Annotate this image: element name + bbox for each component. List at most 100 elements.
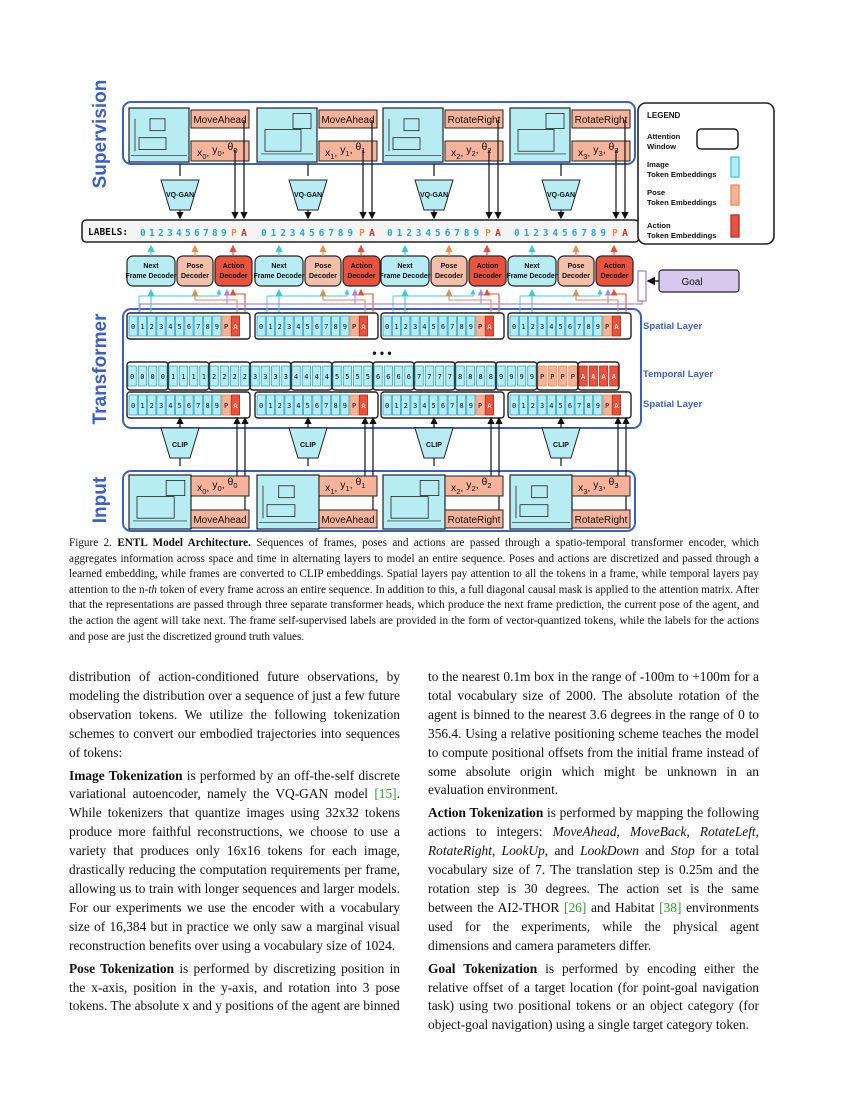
- temporal-token-label-11-1: A: [591, 373, 596, 381]
- temporal-token-3-0: [250, 365, 260, 387]
- vqgan-box-1: [288, 179, 328, 211]
- temporal-token-label-1-3: 1: [202, 373, 206, 381]
- spatial-top-pose-token-3: [602, 315, 612, 337]
- label-digit-2-4: 4: [425, 228, 431, 239]
- clip-label-2: CLIP: [426, 442, 442, 449]
- vqgan-label-0: VQ-GAN: [166, 192, 194, 199]
- citation-26[interactable]: [26]: [564, 899, 587, 915]
- temporal-token-label-2-1: 2: [222, 373, 226, 381]
- right-p2-text-d: environments used for the experiments, w…: [428, 899, 760, 953]
- temporal-token-label-0-3: 0: [161, 373, 165, 381]
- spatial-bottom-pose-token-0: [221, 394, 231, 416]
- spatial-top-action-token-label-1: A: [361, 323, 366, 331]
- spatial-bottom-token-1-1: [265, 394, 275, 416]
- left-p3-text: is performed by discretizing position in…: [69, 960, 400, 1014]
- spatial-bottom-token-label-0-0: 0: [131, 402, 135, 410]
- label-action-3: A: [622, 228, 628, 239]
- citation-15[interactable]: [15]: [374, 786, 397, 802]
- spatial-top-token-label-0-1: 1: [140, 323, 144, 331]
- input-pose-box-2: [444, 475, 504, 497]
- temporal-token-11-3: [609, 365, 619, 387]
- temporal-token-label-7-2: 7: [438, 373, 442, 381]
- spatial-top-token-label-1-2: 2: [278, 323, 282, 331]
- spatial-bottom-token-label-3-5: 5: [559, 402, 563, 410]
- spatial-top-token-2-8: [456, 315, 467, 337]
- temporal-token-9-1: [506, 365, 516, 387]
- spatial-bottom-action-token-label-2: A: [487, 402, 492, 410]
- temporal-token-label-7-0: 7: [417, 373, 421, 381]
- label-digit-2-1: 1: [397, 228, 403, 239]
- clip-box-3: [541, 427, 581, 459]
- temporal-token-label-5-1: 5: [345, 373, 349, 381]
- spatial-top-token-label-0-3: 3: [159, 323, 163, 331]
- label-digit-0-5: 5: [185, 228, 191, 239]
- spatial-top-token-2-3: [410, 315, 420, 337]
- spatial-top-token-2-0: [382, 315, 392, 337]
- action-moveback: MoveBack: [629, 824, 687, 840]
- supervision-3-scene-sketch: [514, 113, 566, 155]
- left-p3: Pose Tokenization is performed by discre…: [69, 960, 400, 1017]
- spatial-top-token-label-3-8: 8: [586, 323, 590, 331]
- temporal-token-label-6-0: 6: [376, 373, 380, 381]
- temporal-token-label-0-2: 0: [151, 373, 155, 381]
- temporal-token-label-0-1: 0: [140, 373, 144, 381]
- spatial-bottom-token-1-6: [312, 394, 322, 416]
- spatial-top-token-label-0-7: 7: [196, 323, 200, 331]
- label-digit-3-7: 7: [581, 228, 587, 239]
- spatial-top-token-label-0-0: 0: [131, 323, 135, 331]
- spatial-bottom-token-label-0-6: 6: [187, 402, 191, 410]
- spatial-bottom-token-label-0-9: 9: [215, 402, 219, 410]
- spatial-bottom-token-1-8: [330, 394, 341, 416]
- input-1-pose-text: x1, y1, θ1: [325, 476, 366, 496]
- temporal-token-label-9-1: 9: [509, 373, 513, 381]
- label-digit-1-4: 4: [299, 228, 305, 239]
- temporal-token-2-2: [230, 365, 240, 387]
- temporal-token-label-1-2: 1: [192, 373, 196, 381]
- spatial-bottom-token-label-0-7: 7: [196, 402, 200, 410]
- input-action-box-2: [444, 509, 504, 529]
- spatial-bottom-action-token-label-0: A: [233, 402, 238, 410]
- spatial-top-token-label-1-4: 4: [296, 323, 300, 331]
- spatial-bottom-token-label-1-1: 1: [268, 402, 272, 410]
- label-action-1: A: [369, 228, 375, 239]
- spatial-top-window-0: [126, 312, 251, 340]
- temporal-token-10-0: [537, 365, 547, 387]
- spatial-bottom-token-label-1-9: 9: [343, 402, 347, 410]
- spatial-bottom-token-label-2-8: 8: [459, 402, 463, 410]
- transformer-section-label: Transformer: [90, 313, 111, 424]
- action-rotateright: RotateRight: [428, 843, 492, 859]
- input-0-scene-sketch: [133, 479, 187, 522]
- spatial-bottom-token-1-5: [303, 394, 313, 416]
- spatial-top-token-0-9: [212, 315, 222, 337]
- spatial-bottom-token-label-2-6: 6: [441, 402, 445, 410]
- clip-box-0: [160, 427, 200, 459]
- temporal-token-label-11-0: A: [581, 373, 586, 381]
- spatial-top-token-0-1: [137, 315, 148, 337]
- input-2-scene-sketch: [387, 479, 441, 522]
- spatial-top-token-label-1-1: 1: [268, 323, 272, 331]
- action-rotateleft: RotateLeft: [699, 824, 756, 840]
- input-3-pose-text: x3, y3, θ3: [578, 476, 619, 496]
- spatial-top-token-label-0-5: 5: [178, 323, 182, 331]
- temporal-token-label-2-3: 2: [243, 373, 247, 381]
- action-moveahead: MoveAhead: [552, 824, 617, 840]
- spatial-bottom-token-label-3-3: 3: [540, 402, 544, 410]
- label-digit-0-8: 8: [212, 228, 218, 239]
- input-pose-box-1: [318, 475, 378, 497]
- spatial-top-token-1-7: [321, 315, 331, 337]
- citation-38[interactable]: [38]: [659, 899, 682, 915]
- spatial-top-token-3-6: [565, 315, 575, 337]
- spatial-top-token-2-1: [391, 315, 401, 337]
- spatial-bottom-token-2-8: [456, 394, 467, 416]
- spatial-top-token-0-2: [147, 315, 157, 337]
- input-action-box-3: [571, 509, 631, 529]
- spatial-bottom-token-2-4: [419, 394, 429, 416]
- temporal-token-label-11-3: A: [612, 373, 617, 381]
